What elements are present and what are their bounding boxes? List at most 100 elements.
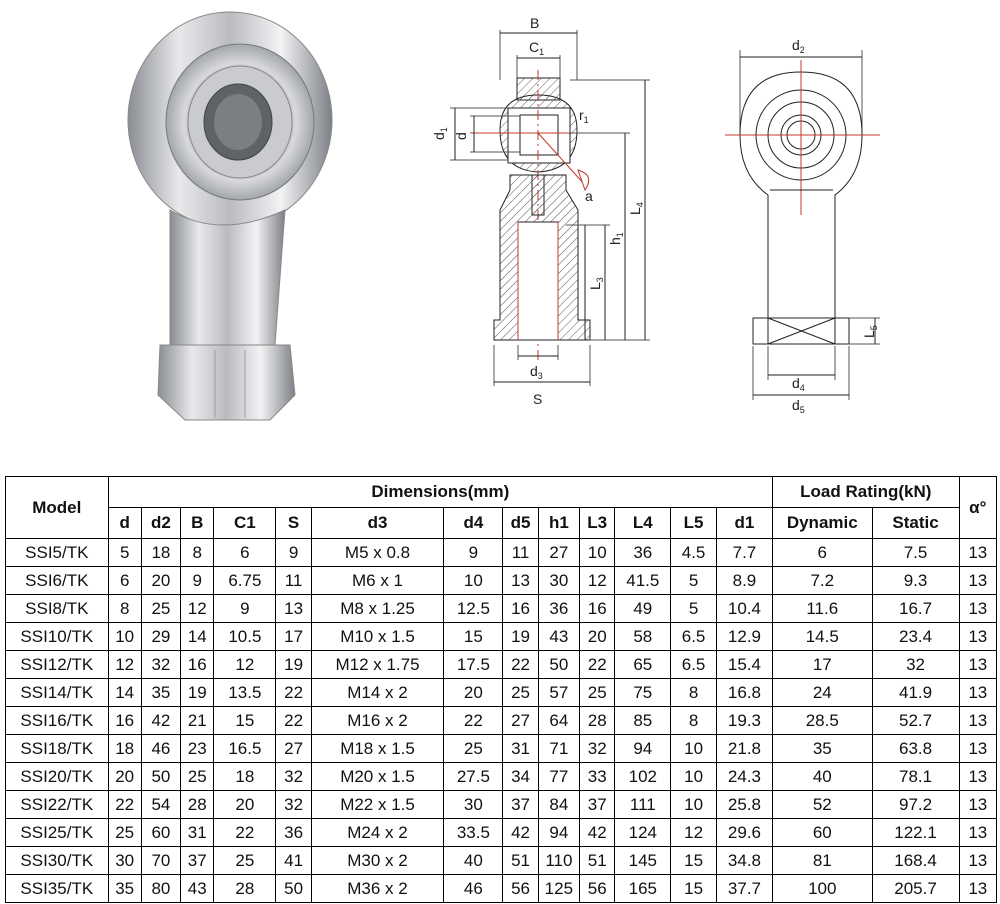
table-cell: 14.5 (772, 622, 873, 651)
table-cell: 6 (213, 538, 277, 567)
table-cell: 10 (579, 538, 616, 567)
rod-end-illustration: B C1 d1 d r1 a L4 h1 L3 d3 S d2 L5 d4 d5 (127, 11, 880, 421)
table-cell: 36 (614, 538, 672, 567)
table-cell: 13 (502, 566, 539, 595)
table-cell: 10 (670, 734, 717, 763)
table-cell: 42 (140, 706, 182, 735)
table-cell: M6 x 1 (310, 566, 445, 595)
table-cell: 41 (275, 846, 312, 875)
table-cell: 20 (443, 678, 504, 707)
table-cell: 63.8 (871, 734, 960, 763)
table-cell: 23.4 (871, 622, 960, 651)
table-cell: 13 (275, 594, 312, 623)
label-d2: d2 (792, 37, 805, 55)
table-cell: 27 (502, 706, 539, 735)
table-cell: 19 (502, 622, 539, 651)
table-cell: 145 (614, 846, 672, 875)
table-cell: 7.5 (871, 538, 960, 567)
table-cell: 24.3 (715, 762, 774, 791)
table-cell: 13 (958, 790, 998, 819)
table-cell: 97.2 (871, 790, 960, 819)
table-cell: 8 (107, 594, 142, 623)
rod-end-photo (127, 11, 333, 421)
header-dim-col: L4 (614, 507, 672, 539)
table-cell: 110 (537, 846, 581, 875)
table-cell: 9 (213, 594, 277, 623)
table-cell: 6.5 (670, 650, 717, 679)
header-dim-col: L3 (579, 507, 616, 539)
table-cell: 94 (537, 818, 581, 847)
table-cell: 50 (275, 874, 312, 903)
table-cell: 33.5 (443, 818, 504, 847)
table-cell: 20 (140, 566, 182, 595)
table-cell: 6 (107, 566, 142, 595)
table-cell: 35 (772, 734, 873, 763)
header-dim-col: h1 (537, 507, 581, 539)
table-cell: 10 (670, 790, 717, 819)
header-dim-col: S (275, 507, 312, 539)
table-cell: 102 (614, 762, 672, 791)
table-cell: M22 x 1.5 (310, 790, 445, 819)
table-cell: 36 (275, 818, 312, 847)
header-alpha: α° (958, 476, 998, 539)
table-cell: 29.6 (715, 818, 774, 847)
model-cell: SSI10/TK (5, 622, 109, 651)
table-cell: 13 (958, 846, 998, 875)
table-cell: 22 (502, 650, 539, 679)
table-cell: 31 (502, 734, 539, 763)
table-cell: 32 (871, 650, 960, 679)
table-cell: 18 (107, 734, 142, 763)
table-cell: 27.5 (443, 762, 504, 791)
table-cell: 42 (579, 818, 616, 847)
header-load-col: Dynamic (772, 507, 873, 539)
table-cell: 22 (275, 678, 312, 707)
table-cell: 13 (958, 818, 998, 847)
table-cell: 71 (537, 734, 581, 763)
table-cell: 13 (958, 566, 998, 595)
table-cell: 13 (958, 678, 998, 707)
table-cell: 50 (140, 762, 182, 791)
table-cell: 35 (107, 874, 142, 903)
table-cell: 16.5 (213, 734, 277, 763)
table-cell: 12 (213, 650, 277, 679)
label-l3: L3 (587, 277, 605, 290)
table-cell: 85 (614, 706, 672, 735)
label-b: B (530, 15, 539, 31)
table-cell: M16 x 2 (310, 706, 445, 735)
table-cell: 78.1 (871, 762, 960, 791)
table-cell: 10.4 (715, 594, 774, 623)
table-cell: 65 (614, 650, 672, 679)
table-cell: 5 (670, 566, 717, 595)
table-cell: 37 (579, 790, 616, 819)
table-cell: 15 (213, 706, 277, 735)
header-dim-col: d5 (502, 507, 539, 539)
table-cell: 41.9 (871, 678, 960, 707)
table-cell: 50 (537, 650, 581, 679)
label-a: a (585, 188, 593, 204)
table-cell: 16 (180, 650, 215, 679)
table-cell: 25 (443, 734, 504, 763)
header-dim-col: B (180, 507, 215, 539)
table-cell: 10 (107, 622, 142, 651)
table-cell: 4.5 (670, 538, 717, 567)
header-dim-col: d1 (715, 507, 774, 539)
table-cell: 30 (107, 846, 142, 875)
model-cell: SSI25/TK (5, 818, 109, 847)
table-cell: 24 (772, 678, 873, 707)
table-cell: 9 (180, 566, 215, 595)
table-cell: M14 x 2 (310, 678, 445, 707)
table-cell: M36 x 2 (310, 874, 445, 903)
table-cell: 30 (537, 566, 581, 595)
table-cell: 20 (213, 790, 277, 819)
table-cell: 13 (958, 762, 998, 791)
table-cell: 58 (614, 622, 672, 651)
table-cell: 9 (275, 538, 312, 567)
